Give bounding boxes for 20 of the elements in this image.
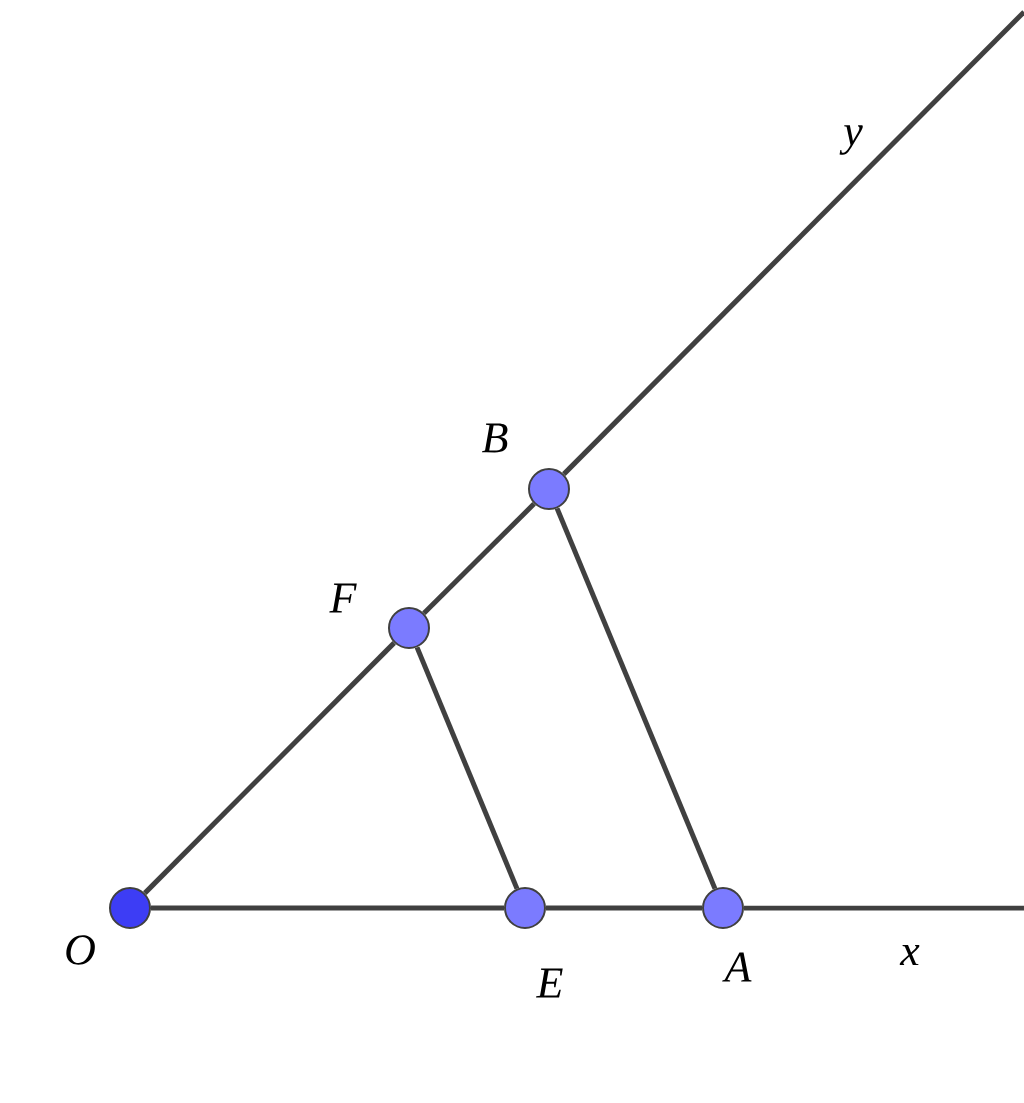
edge-label: y (839, 125, 863, 155)
point (388, 607, 430, 649)
line-segment (744, 905, 1024, 911)
line-segment (562, 10, 1024, 476)
point-label: O (66, 935, 95, 965)
line-segment (151, 905, 504, 911)
line-segment (414, 646, 520, 890)
point (528, 468, 570, 510)
point (109, 887, 151, 929)
line-segment (143, 641, 396, 895)
line-segment (422, 502, 536, 615)
point-label: B (481, 423, 508, 453)
point-label: F (329, 583, 357, 613)
point (702, 887, 744, 929)
line-segment (554, 507, 718, 890)
point-label: E (536, 968, 563, 998)
edge-label: x (899, 944, 920, 966)
point (504, 887, 546, 929)
line-segment (546, 905, 702, 911)
point-label: A (722, 952, 752, 982)
